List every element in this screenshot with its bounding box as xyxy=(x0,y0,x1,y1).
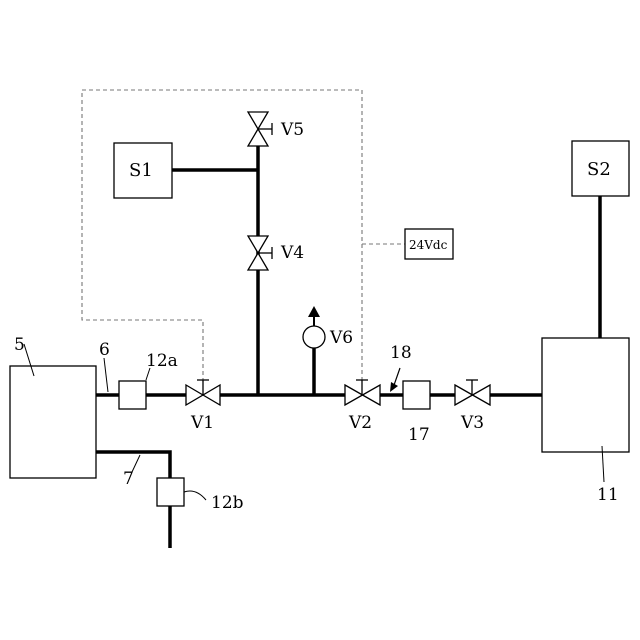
label-sensor-s2: S2 xyxy=(587,159,611,180)
valve-v6[interactable] xyxy=(303,306,325,348)
leader-pipe-6 xyxy=(104,358,108,392)
label-pipe-6: 6 xyxy=(99,340,110,360)
label-component-17: 17 xyxy=(408,425,430,445)
valve-v5[interactable] xyxy=(248,112,272,146)
label-sensor-s1: S1 xyxy=(129,160,153,181)
label-valve-v5: V5 xyxy=(280,120,304,140)
arrow-18 xyxy=(390,368,400,392)
filter-12a xyxy=(119,381,146,409)
filter-12b xyxy=(157,478,184,506)
valve-v1[interactable] xyxy=(186,380,220,405)
label-power-supply: 24Vdc xyxy=(409,238,448,252)
label-filter-12b: 12b xyxy=(211,493,244,513)
label-valve-v4: V4 xyxy=(280,243,304,263)
valve-v3[interactable] xyxy=(455,380,490,405)
label-filter-12a: 12a xyxy=(146,351,178,371)
valve-v4[interactable] xyxy=(248,236,272,270)
label-vessel-11: 11 xyxy=(597,485,619,505)
label-valve-v1: V1 xyxy=(190,413,214,433)
label-pipe-7: 7 xyxy=(123,469,134,489)
component-17 xyxy=(403,381,430,409)
label-valve-v2: V2 xyxy=(348,413,372,433)
leader-12b xyxy=(184,491,206,500)
vessel-11 xyxy=(542,338,629,452)
label-tank-5: 5 xyxy=(14,335,25,355)
tank-5 xyxy=(10,366,96,478)
label-valve-v3: V3 xyxy=(460,413,484,433)
label-point-18: 18 xyxy=(390,343,412,363)
label-valve-v6: V6 xyxy=(329,328,353,348)
valve-v2[interactable] xyxy=(345,380,380,405)
